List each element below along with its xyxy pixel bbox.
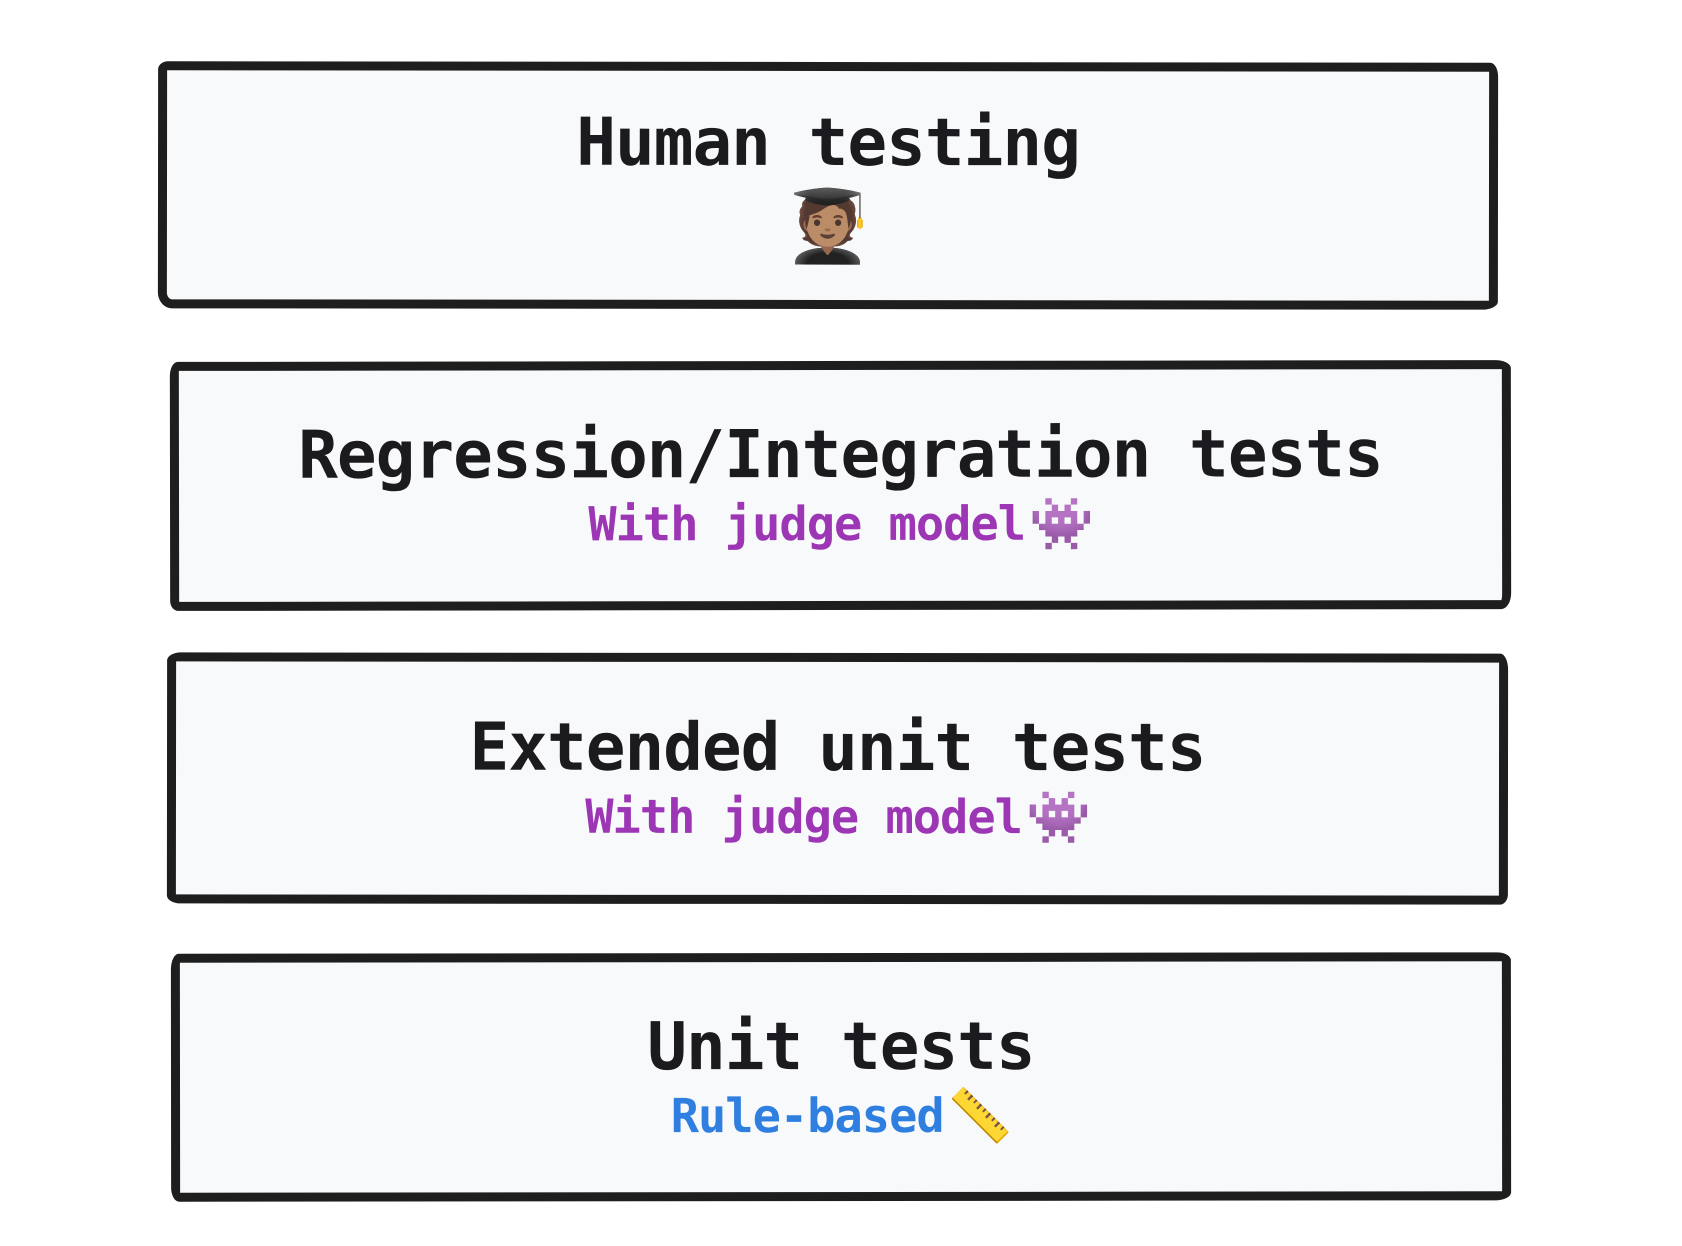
box-subtitle-label: With judge model — [585, 789, 1022, 846]
box-title: Extended unit tests — [469, 708, 1206, 787]
space-invader-icon: 👾 — [1029, 495, 1093, 556]
box-subtitle-label: With judge model — [588, 496, 1026, 553]
box-human-testing: Human testing 🧑🏽‍🎓 — [157, 61, 1499, 310]
graduate-student-icon: 🧑🏽‍🎓 — [784, 185, 872, 268]
box-title: Human testing — [576, 104, 1080, 182]
box-title: Regression/Integration tests — [298, 415, 1383, 494]
box-regression-integration-tests: Regression/Integration tests With judge … — [169, 360, 1512, 611]
box-subtitle-label: Rule-based — [670, 1088, 944, 1144]
box-title: Unit tests — [647, 1007, 1035, 1085]
box-subtitle: With judge model 👾 — [588, 495, 1093, 556]
box-subtitle: With judge model 👾 — [585, 788, 1090, 849]
box-unit-tests: Unit tests Rule-based 📏 — [170, 952, 1512, 1202]
box-subtitle: Rule-based 📏 — [670, 1086, 1012, 1147]
box-extended-unit-tests: Extended unit tests With judge model 👾 — [166, 652, 1509, 905]
space-invader-icon: 👾 — [1025, 788, 1090, 849]
ruler-icon: 📏 — [947, 1086, 1012, 1147]
